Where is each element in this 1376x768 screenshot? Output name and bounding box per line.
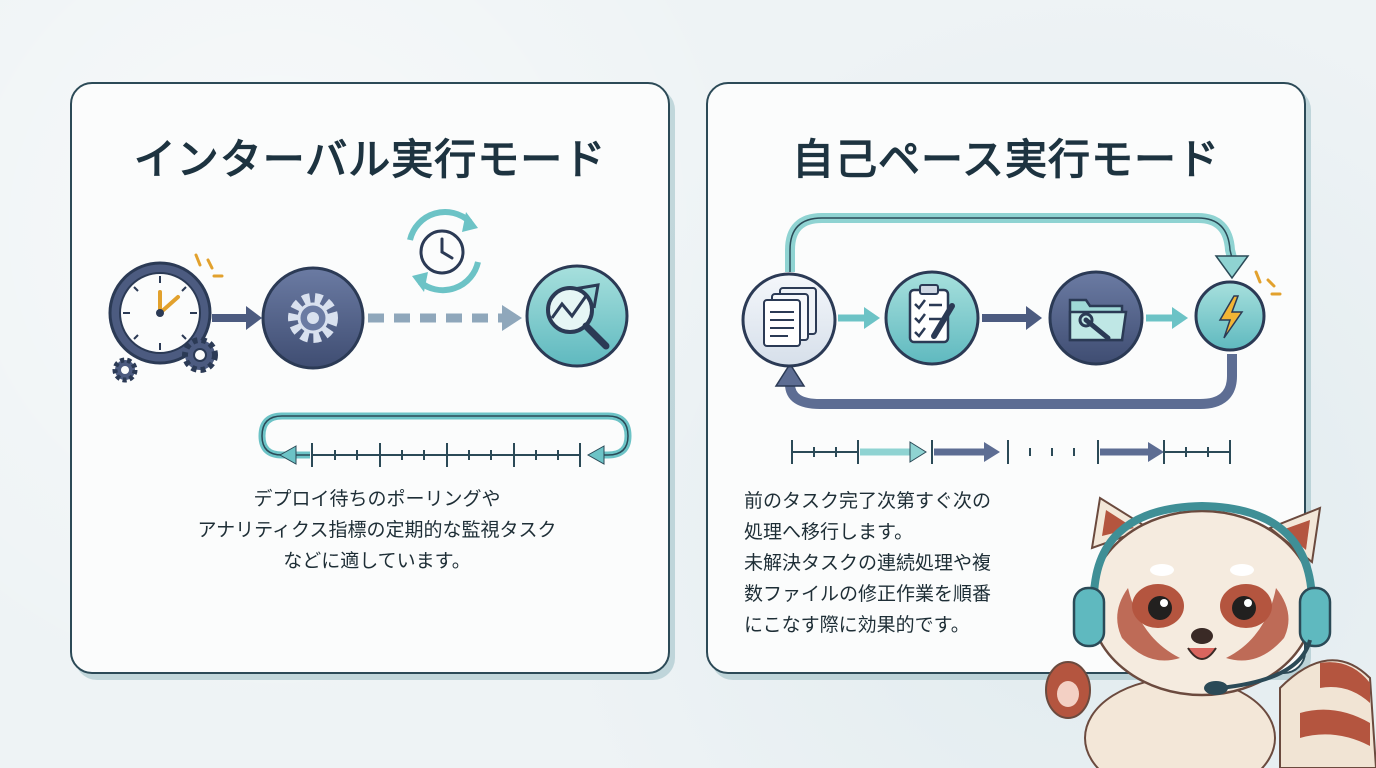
self-paced-mode-description: 前のタスク完了次第すぐ次の 処理へ移行します。 未解決タスクの連続処理や複 数フ… bbox=[744, 486, 1064, 641]
interval-mode-panel: インターバル実行モード デプロイ待ちのポーリングや アナリティクス指標の定期的な… bbox=[70, 82, 670, 674]
documents-icon bbox=[741, 272, 837, 368]
self-paced-timeline bbox=[791, 440, 1231, 464]
gear-small-icon bbox=[112, 337, 218, 383]
interval-mode-title: インターバル実行モード bbox=[133, 135, 607, 184]
self-paced-desc-line-2: 処理へ移行します。 bbox=[744, 521, 914, 543]
interval-desc-line-3: などに適しています。 bbox=[283, 550, 471, 572]
folder-wrench-icon bbox=[1048, 270, 1144, 366]
checklist-icon bbox=[884, 270, 980, 366]
clock-icon bbox=[108, 253, 224, 365]
interval-mode-description: デプロイ待ちのポーリングや アナリティクス指標の定期的な監視タスク などに適して… bbox=[152, 484, 602, 577]
arrow-folder-to-lightning bbox=[1146, 307, 1188, 329]
recurring-clock-icon bbox=[407, 209, 481, 294]
lightning-icon bbox=[1194, 270, 1282, 352]
self-paced-bottom-loop bbox=[774, 354, 1237, 409]
self-paced-desc-line-4: 数ファイルの修正作業を順番 bbox=[744, 583, 992, 605]
self-paced-mode-title: 自己ペース実行モード bbox=[792, 135, 1220, 184]
arrow-clock-to-gear bbox=[212, 306, 262, 330]
dashed-arrow-gear-to-analytics bbox=[368, 305, 522, 331]
interval-timeline bbox=[258, 412, 632, 467]
self-paced-desc-line-3: 未解決タスクの連続処理や複 bbox=[744, 552, 992, 574]
interval-desc-line-1: デプロイ待ちのポーリングや bbox=[253, 488, 501, 510]
red-panda-mascot-icon bbox=[1045, 496, 1376, 768]
interval-desc-line-2: アナリティクス指標の定期的な監視タスク bbox=[197, 519, 557, 541]
arrow-documents-to-checklist bbox=[838, 307, 880, 329]
gear-icon bbox=[261, 266, 365, 370]
arrow-checklist-to-folder bbox=[982, 306, 1042, 330]
self-paced-desc-line-5: にこなす際に効果的です。 bbox=[744, 614, 970, 636]
self-paced-desc-line-1: 前のタスク完了次第すぐ次の bbox=[744, 490, 992, 512]
self-paced-top-loop bbox=[785, 213, 1250, 280]
analytics-magnifier-icon bbox=[525, 264, 629, 368]
